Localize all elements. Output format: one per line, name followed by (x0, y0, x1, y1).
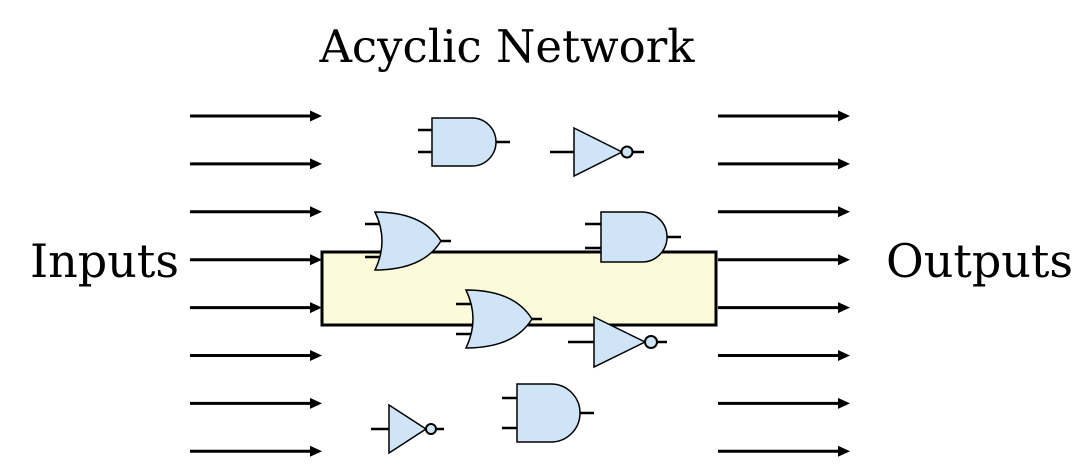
output-arrow-1 (718, 110, 850, 122)
input-arrow-5 (190, 302, 322, 314)
outputs-label: Outputs (886, 234, 1073, 288)
and-gate-1 (418, 117, 510, 167)
and-gate-2 (585, 211, 681, 263)
inputs-label: Inputs (30, 234, 179, 288)
input-arrow-2 (190, 158, 322, 170)
input-arrow-4 (190, 254, 322, 266)
input-arrow-1 (190, 110, 322, 122)
output-arrow-4 (718, 254, 850, 266)
not-gate-1 (550, 126, 644, 178)
and-gate-3 (502, 383, 594, 443)
diagram-title: Acyclic Network (318, 20, 695, 73)
input-arrow-7 (190, 397, 322, 409)
or-gate-1 (365, 211, 451, 271)
input-arrow-8 (190, 445, 322, 457)
not-gate-3 (371, 403, 444, 455)
input-arrow-3 (190, 206, 322, 218)
output-arrow-2 (718, 158, 850, 170)
output-arrow-6 (718, 350, 850, 361)
input-arrow-6 (190, 350, 322, 361)
output-arrow-5 (718, 302, 850, 314)
output-arrow-7 (718, 397, 850, 409)
output-arrows (718, 110, 850, 457)
input-arrows (190, 110, 322, 457)
or-gate-2 (456, 289, 542, 349)
output-arrow-8 (718, 445, 850, 457)
not-gate-2 (568, 315, 667, 369)
output-arrow-3 (718, 206, 850, 218)
